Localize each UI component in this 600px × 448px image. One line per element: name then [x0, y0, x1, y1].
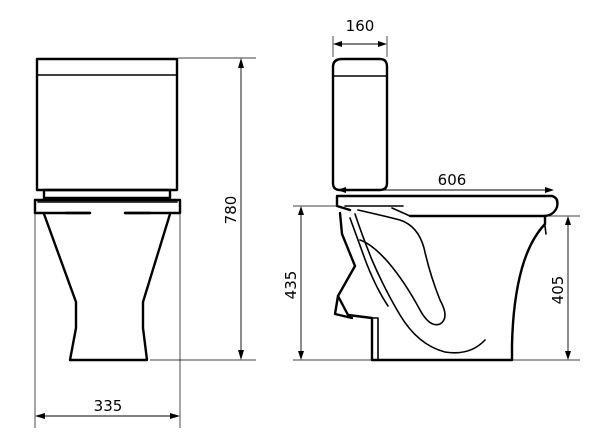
dim-total-depth: 606 — [438, 171, 467, 189]
side-rim — [335, 194, 559, 218]
dim-tank-depth: 160 — [346, 17, 375, 35]
dim-overall-height: 780 — [222, 196, 240, 225]
front-cistern-base — [42, 188, 172, 200]
dim-base-width: 335 — [94, 397, 123, 415]
side-siphon — [354, 213, 486, 354]
front-cistern — [35, 57, 179, 192]
side-cistern — [331, 57, 389, 192]
front-view: 780 335 — [33, 57, 256, 428]
dim-outlet-height: 405 — [549, 276, 567, 305]
dim-seat-height: 435 — [282, 271, 300, 300]
side-bowl-body — [336, 211, 547, 362]
side-view: 160 606 435 405 — [282, 17, 580, 362]
side-outlet — [333, 294, 354, 320]
side-inner-bowl — [357, 209, 446, 326]
front-pedestal — [42, 212, 172, 362]
